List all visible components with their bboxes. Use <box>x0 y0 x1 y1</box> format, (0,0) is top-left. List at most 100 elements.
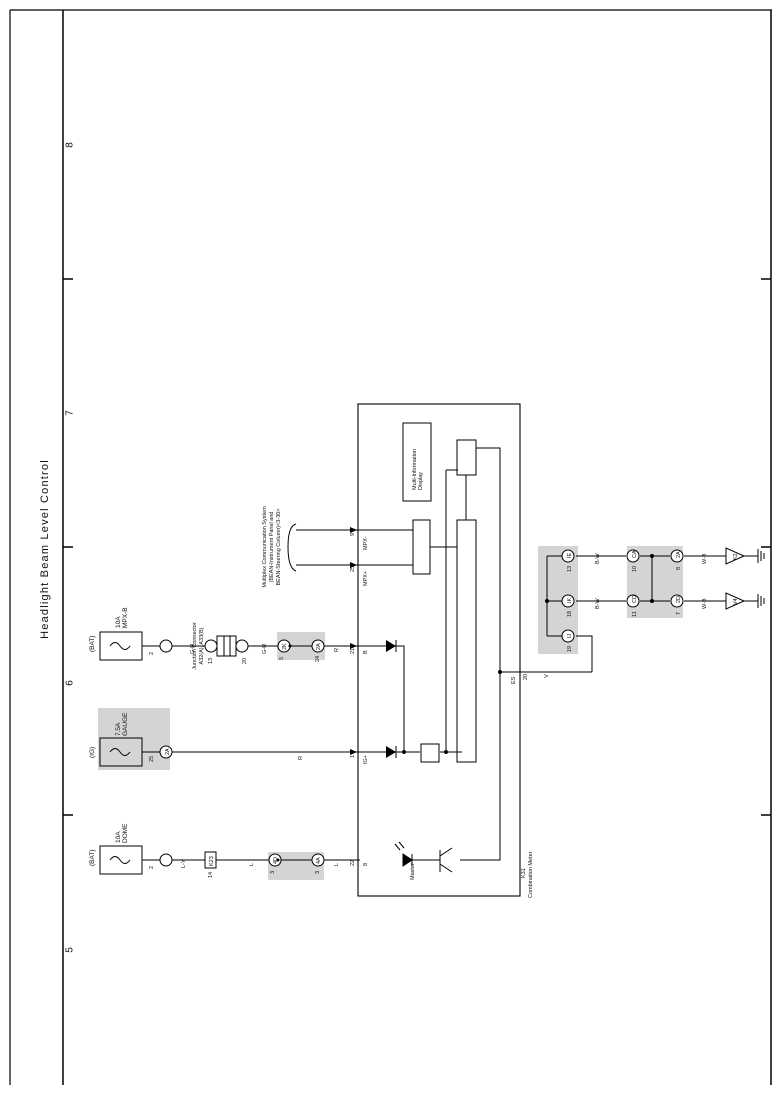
fuse-mpx-b <box>99 631 173 661</box>
zone-label: 7 <box>64 410 76 416</box>
svg-text:7: 7 <box>676 612 682 615</box>
wire-g-r: G-R <box>190 644 196 654</box>
svg-text:1: 1 <box>350 755 356 758</box>
multi-information-display <box>402 422 432 502</box>
svg-text:22: 22 <box>350 860 356 866</box>
svg-text:CD: CD <box>632 595 638 603</box>
junction-title: Junction Connector <box>192 622 198 670</box>
zone-label: 5 <box>64 947 76 953</box>
fuse-name: 10ADOME <box>115 823 129 843</box>
svg-text:IJ: IJ <box>567 633 573 638</box>
svg-text:2D: 2D <box>676 596 682 603</box>
wire-l: L <box>334 863 340 866</box>
wire-r: R <box>334 648 340 652</box>
wire-l-y: L-Y <box>181 859 187 868</box>
svg-text:BEAN-Steering Column)<3-30>: BEAN-Steering Column)<3-30> <box>276 508 282 585</box>
ground-symbols <box>725 547 765 610</box>
meter-id: K31 <box>521 868 527 878</box>
svg-text:3: 3 <box>270 871 276 874</box>
junction-labels: Junction Connector A32(A), A33(B) 13 20 <box>192 622 248 670</box>
inline-connectors <box>204 549 684 869</box>
mid-label: Multi-InformationDisplay <box>412 449 424 490</box>
svg-text:18: 18 <box>567 611 573 617</box>
fuse-source: (IG) <box>89 747 96 758</box>
fuse-dome <box>99 845 173 875</box>
svg-text:19: 19 <box>567 646 573 652</box>
fuse-gauge <box>99 737 173 767</box>
svg-text:MPX+: MPX+ <box>363 571 369 586</box>
combination-meter-box <box>357 403 521 897</box>
wire-v: V <box>544 674 550 678</box>
fuse-pin: 2 <box>149 866 155 869</box>
meter-labels: 9 25 21 B 1 22 8 MPX- MPX+ IG+ ES 20 Mas… <box>350 449 534 898</box>
svg-text:4D: 4D <box>273 857 279 864</box>
junction-connector <box>204 635 249 657</box>
wiring <box>172 447 758 861</box>
fuse-pin: 2 <box>149 652 155 655</box>
svg-text:MPX-: MPX- <box>363 536 369 550</box>
communication-ic <box>412 519 431 575</box>
svg-text:2A: 2A <box>316 643 322 650</box>
junction-pin-left: 13 <box>208 658 214 664</box>
master-indicator <box>394 841 453 873</box>
fuse-pin: 25 <box>149 756 155 762</box>
fuse-name: 7.5AGAUGE <box>115 712 129 736</box>
zone-ticks <box>63 278 771 816</box>
fuse-conn: 2A <box>165 748 171 755</box>
svg-text:Multiplex Communication System: Multiplex Communication System <box>262 506 268 588</box>
svg-text:8: 8 <box>676 567 682 570</box>
fuse-name: 10AMPX-B <box>115 607 129 628</box>
zone-label: 6 <box>64 680 76 686</box>
svg-text:B: B <box>363 650 369 654</box>
svg-text:13: 13 <box>567 566 573 572</box>
svg-text:CA: CA <box>632 550 638 558</box>
wire-r: R <box>298 756 304 760</box>
main-cpu <box>456 519 477 763</box>
shaded-regions <box>98 546 683 880</box>
svg-text:(BEAN-Instrument Panel and: (BEAN-Instrument Panel and <box>269 512 275 583</box>
mpx-brace <box>287 523 297 572</box>
power-ic <box>420 743 440 763</box>
wire-w-b: W-B <box>702 598 708 609</box>
display-driver <box>456 439 477 476</box>
ground-block-labels: 13 IE 18 IK 19 IJ 10 CA 11 CD 8 2A 7 2D … <box>567 550 739 652</box>
zone-label: 8 <box>64 142 76 148</box>
svg-text:10: 10 <box>632 566 638 572</box>
meter-name: Combination Meter <box>528 851 534 898</box>
fuse-source: (BAT) <box>89 636 96 653</box>
svg-text:IE: IE <box>567 552 573 558</box>
svg-text:IK: IK <box>567 597 573 603</box>
page-title: Headlight Beam Level Control <box>39 459 51 639</box>
wire-l: L <box>249 863 255 866</box>
junction-sub: A32(A), A33(B) <box>199 627 205 664</box>
svg-text:IG+: IG+ <box>363 755 369 764</box>
splice-points <box>276 554 654 862</box>
svg-text:20: 20 <box>523 674 529 680</box>
connector-pin-labels: 5 2K 24 2A 3 4D 3 4A 14 K23 <box>208 643 322 878</box>
fuse-source: (BAT) <box>89 850 96 867</box>
svg-text:3: 3 <box>315 871 321 874</box>
svg-text:11: 11 <box>632 611 638 617</box>
svg-text:21: 21 <box>350 648 356 654</box>
multiplex-note: Multiplex Communication System (BEAN-Ins… <box>262 506 282 588</box>
svg-text:K23: K23 <box>209 856 215 866</box>
svg-text:2K: 2K <box>282 643 288 650</box>
wire-w-b: W-B <box>702 553 708 564</box>
svg-text:25: 25 <box>350 566 356 572</box>
wire-b-w: B-W <box>595 553 601 565</box>
wire-labels: G-R G-R R R L-Y L L V B-W B-W W-B W-B <box>181 553 708 869</box>
junction-pin-right: 20 <box>242 658 248 664</box>
svg-text:5: 5 <box>279 657 285 660</box>
diodes <box>386 640 397 758</box>
svg-text:8: 8 <box>363 863 369 866</box>
svg-text:V4: V4 <box>733 598 739 605</box>
svg-text:Master: Master <box>410 863 416 880</box>
wire-g-r: G-R <box>262 644 268 654</box>
svg-text:2A: 2A <box>676 551 682 558</box>
fuse-labels: (BAT) 10AMPX-B 2 (IG) 7.5AGAUGE 25 2A (B… <box>89 607 171 869</box>
svg-text:14: 14 <box>208 872 214 878</box>
svg-text:24: 24 <box>315 656 321 662</box>
svg-text:K2: K2 <box>733 553 739 560</box>
